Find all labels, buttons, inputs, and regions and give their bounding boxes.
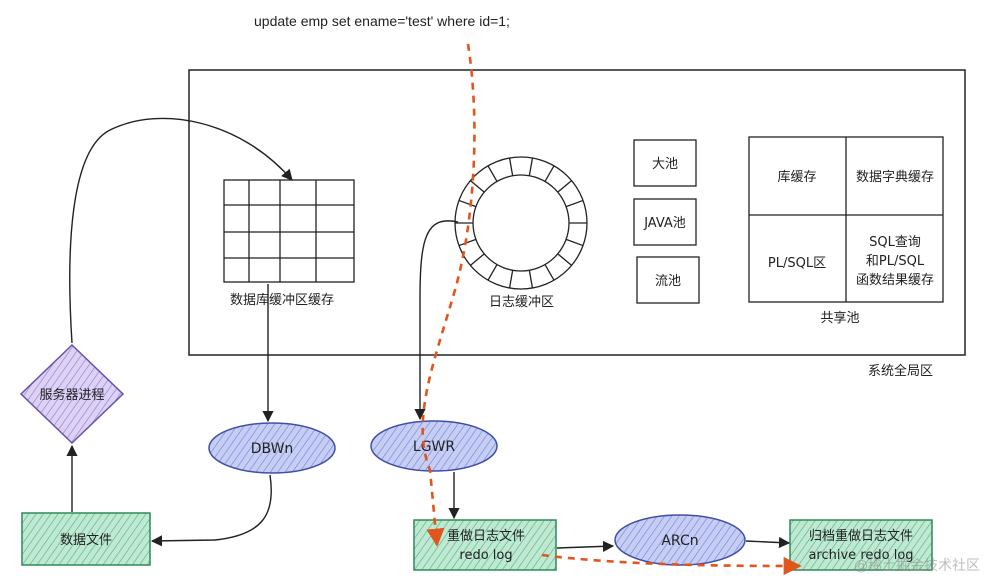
lgwr-node xyxy=(370,420,498,472)
dbwn-node xyxy=(208,422,336,474)
ring-segment-divider xyxy=(458,238,477,247)
dictionary-cache-label: 数据字典缓存 xyxy=(856,170,934,185)
buffer-cache-grid xyxy=(223,179,355,283)
archive-log-file-label-1: 归档重做日志文件 xyxy=(809,528,913,544)
red-flow-sql-to-redo xyxy=(421,43,476,547)
ring-segment-divider xyxy=(528,270,534,289)
arcn-label: ARCn xyxy=(661,533,698,549)
sql-statement: update emp set ename='test' where id=1; xyxy=(254,13,510,29)
arrow-arcn-to-archive xyxy=(745,536,791,549)
buffer-cache-label: 数据库缓冲区缓存 xyxy=(230,292,334,308)
watermark: @稀土掘金技术社区 xyxy=(854,558,980,574)
dbwn-label: DBWn xyxy=(251,441,294,457)
ring-segment-divider xyxy=(557,180,572,193)
server-process-node xyxy=(19,343,125,445)
large-pool-box xyxy=(633,139,697,187)
arrow-server-to-buffer-cache xyxy=(69,117,293,344)
ring-segment-divider xyxy=(557,253,572,266)
result-cache-label-1: SQL查询 xyxy=(869,235,921,250)
ring-segment-divider xyxy=(470,180,485,193)
result-cache-label-2: 和PL/SQL xyxy=(866,254,925,269)
stream-pool-box xyxy=(636,256,700,304)
redo-buffer-ring xyxy=(454,156,588,290)
arrow-redo-file-to-arcn xyxy=(556,540,615,552)
ring-segment-divider xyxy=(470,253,485,266)
ring-segment-divider xyxy=(565,238,584,247)
archive-log-file-label-2: archive redo log xyxy=(808,548,913,563)
stream-pool-label: 流池 xyxy=(655,274,681,289)
arrow-redo-buffer-to-lgwr xyxy=(414,220,459,421)
ring-segment-divider xyxy=(565,199,584,208)
shared-pool-label: 共享池 xyxy=(820,310,859,326)
datafile-label: 数据文件 xyxy=(60,533,112,548)
datafile-box xyxy=(21,512,151,566)
sga-label: 系统全局区 xyxy=(868,363,933,379)
large-pool-label: 大池 xyxy=(652,157,678,172)
shared-pool-grid xyxy=(748,136,944,303)
result-cache-label-3: 函数结果缓存 xyxy=(856,273,934,288)
ring-segment-divider xyxy=(544,165,555,182)
java-pool-label: JAVA池 xyxy=(643,216,686,231)
redo-log-file-label-2: redo log xyxy=(459,548,512,563)
server-process-label: 服务器进程 xyxy=(39,387,104,403)
arrow-dbwn-to-datafile xyxy=(150,474,272,547)
sga-box xyxy=(188,69,966,356)
plsql-area-label: PL/SQL区 xyxy=(768,256,826,271)
ring-segment-divider xyxy=(544,264,555,281)
library-cache-label: 库缓存 xyxy=(777,169,816,185)
redo-log-file-label-1: 重做日志文件 xyxy=(447,528,525,544)
ring-segment-divider xyxy=(508,157,514,176)
ring-segment-divider xyxy=(487,165,498,182)
lgwr-label: LGWR xyxy=(413,439,455,455)
ring-segment-divider xyxy=(528,157,534,176)
ring-segment-divider xyxy=(487,264,498,281)
arcn-node xyxy=(614,514,746,566)
redo-buffer-label: 日志缓冲区 xyxy=(489,295,554,310)
ring-segment-divider xyxy=(458,199,477,208)
java-pool-box xyxy=(633,198,697,246)
red-flow-redo-to-archive xyxy=(541,553,802,576)
ring-segment-divider xyxy=(508,270,514,289)
